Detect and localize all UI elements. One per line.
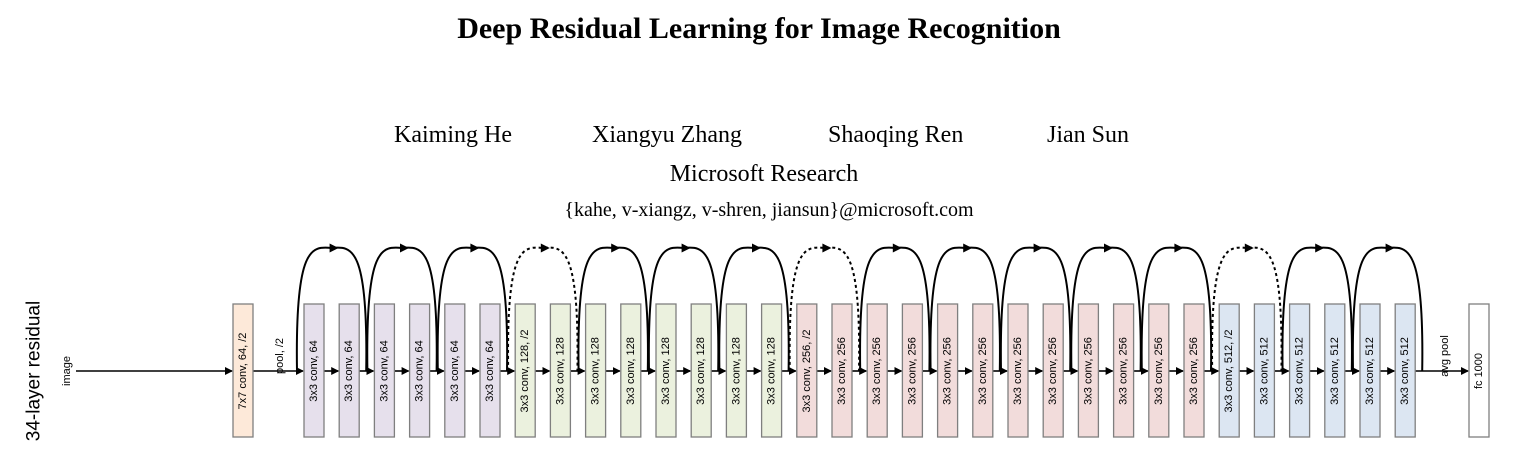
conv-layer-box [655,303,677,438]
avgpool-label: avg pool [1439,335,1451,377]
conv-layer-label: 3x3 conv, 256 [942,337,954,405]
shortcut-arc [1211,246,1283,372]
conv-layer-box [690,303,712,438]
network-label: 34-layer residual [24,301,45,441]
conv-layer-label: 3x3 conv, 128 [695,337,707,405]
conv-layer-box [936,303,959,438]
conv-layer-label: 3x3 conv, 256 [1082,337,1094,405]
conv-layer-box [338,303,360,438]
conv-layer-label: 3x3 conv, 256 [1012,337,1024,405]
shortcut-arrowhead [1033,243,1043,253]
conv-layer-label: 3x3 conv, 128 [590,337,602,405]
conv-layer-box [1253,303,1276,438]
shortcut-arrowhead [822,243,832,253]
conv-layer-label: 3x3 conv, 128 [625,337,637,405]
conv-layer-box [584,303,607,438]
conv-layer-box [1042,303,1064,438]
conv-layer-box [373,303,396,438]
conv-layer-box [1324,303,1346,438]
shortcut-arrowhead [963,243,973,253]
conv-layer-label: 3x3 conv, 128 [554,337,566,405]
conv-layer-label: 3x3 conv, 256 [1118,337,1130,405]
author-name: Kaiming He [394,122,512,148]
fc-layer-label: fc 1000 [1473,353,1485,389]
shortcut-arrowhead [1385,243,1395,253]
pool-label: pool, /2 [274,338,286,374]
conv-layer-label: 3x3 conv, 256, /2 [801,330,813,413]
shortcut-arrowhead [1174,243,1184,253]
shortcut-arrowhead [540,243,550,253]
shortcut-arrowhead [1315,243,1325,253]
conv-layer-label: 3x3 conv, 256 [836,337,848,405]
conv-layer-box [1183,303,1205,438]
conv-layer-label: 3x3 conv, 512 [1399,337,1411,405]
affiliation: Microsoft Research [669,161,859,187]
conv-layer-box [303,303,325,438]
conv-layer-box [1007,303,1029,438]
conv-layer-box [760,303,783,438]
conv-layer-label: 3x3 conv, 256 [977,337,989,405]
conv-layer-box [479,303,501,438]
conv-layer-box [1394,303,1416,438]
shortcut-arrowhead [329,243,339,253]
email-line: {kahe, v-xiangz, v-shren, jiansun}@micro… [564,199,974,221]
conv-layer-box [831,303,853,438]
stem-conv-box [232,303,254,438]
conv-layer-box [1112,303,1135,438]
conv-layer-box [444,303,466,438]
conv-layer-box [408,303,431,438]
conv-layer-label: 3x3 conv, 256 [871,337,883,405]
conv-layer-label: 3x3 conv, 256 [1047,337,1059,405]
shortcut-arrowhead [892,243,902,253]
conv-layer-box [549,303,572,438]
author-name: Jian Sun [1047,122,1130,148]
conv-layer-box [972,303,994,438]
conv-layer-label: 3x3 conv, 512 [1364,337,1376,405]
conv-layer-box [1077,303,1100,438]
conv-layer-label: 3x3 conv, 64 [378,340,390,402]
conv-layer-label: 3x3 conv, 512 [1294,337,1306,405]
conv-layer-box [725,303,748,438]
shortcut-arrowhead [752,243,761,253]
conv-layer-label: 3x3 conv, 512 [1329,337,1341,405]
conv-layer-box [514,303,536,438]
conv-layer-label: 3x3 conv, 256 [1153,337,1165,405]
conv-layer-box [620,303,642,438]
conv-layer-label: 3x3 conv, 512 [1258,337,1270,405]
conv-layer-label: 3x3 conv, 128 [766,337,778,405]
stem-conv-label: 7x7 conv, 64, /2 [237,333,249,410]
conv-layer-box [796,303,818,438]
shortcut-arrowhead [1104,243,1113,253]
shortcut-arrowhead [1244,243,1254,253]
paper-title: Deep Residual Learning for Image Recogni… [457,12,1061,45]
conv-layer-label: 3x3 conv, 128, /2 [519,330,531,413]
author-name: Xiangyu Zhang [592,122,742,148]
conv-layer-label: 3x3 conv, 128 [730,337,742,405]
input-label: image [61,356,73,386]
conv-layer-label: 3x3 conv, 256 [1188,337,1200,405]
shortcut-arrowhead [400,243,409,253]
conv-layer-label: 3x3 conv, 128 [660,337,672,405]
conv-layer-box [1359,303,1381,438]
shortcut-arrowhead [470,243,480,253]
conv-layer-box [901,303,924,438]
conv-layer-label: 3x3 conv, 512, /2 [1223,330,1235,413]
shortcut-arrowhead [611,243,621,253]
shortcut-arrowhead [681,243,691,253]
conv-layer-label: 3x3 conv, 64 [414,340,426,402]
conv-layer-box [1218,303,1240,438]
conv-layer-label: 3x3 conv, 64 [484,340,496,402]
conv-layer-box [1148,303,1170,438]
conv-layer-label: 3x3 conv, 64 [343,340,355,402]
fc-layer-box [1468,303,1490,438]
author-name: Shaoqing Ren [828,122,964,148]
conv-layer-label: 3x3 conv, 64 [449,340,461,402]
shortcut-arc [788,246,861,372]
conv-layer-box [866,303,888,438]
conv-layer-label: 3x3 conv, 256 [906,337,918,405]
conv-layer-box [1288,303,1311,438]
conv-layer-label: 3x3 conv, 64 [308,340,320,402]
shortcut-arc [507,246,579,372]
